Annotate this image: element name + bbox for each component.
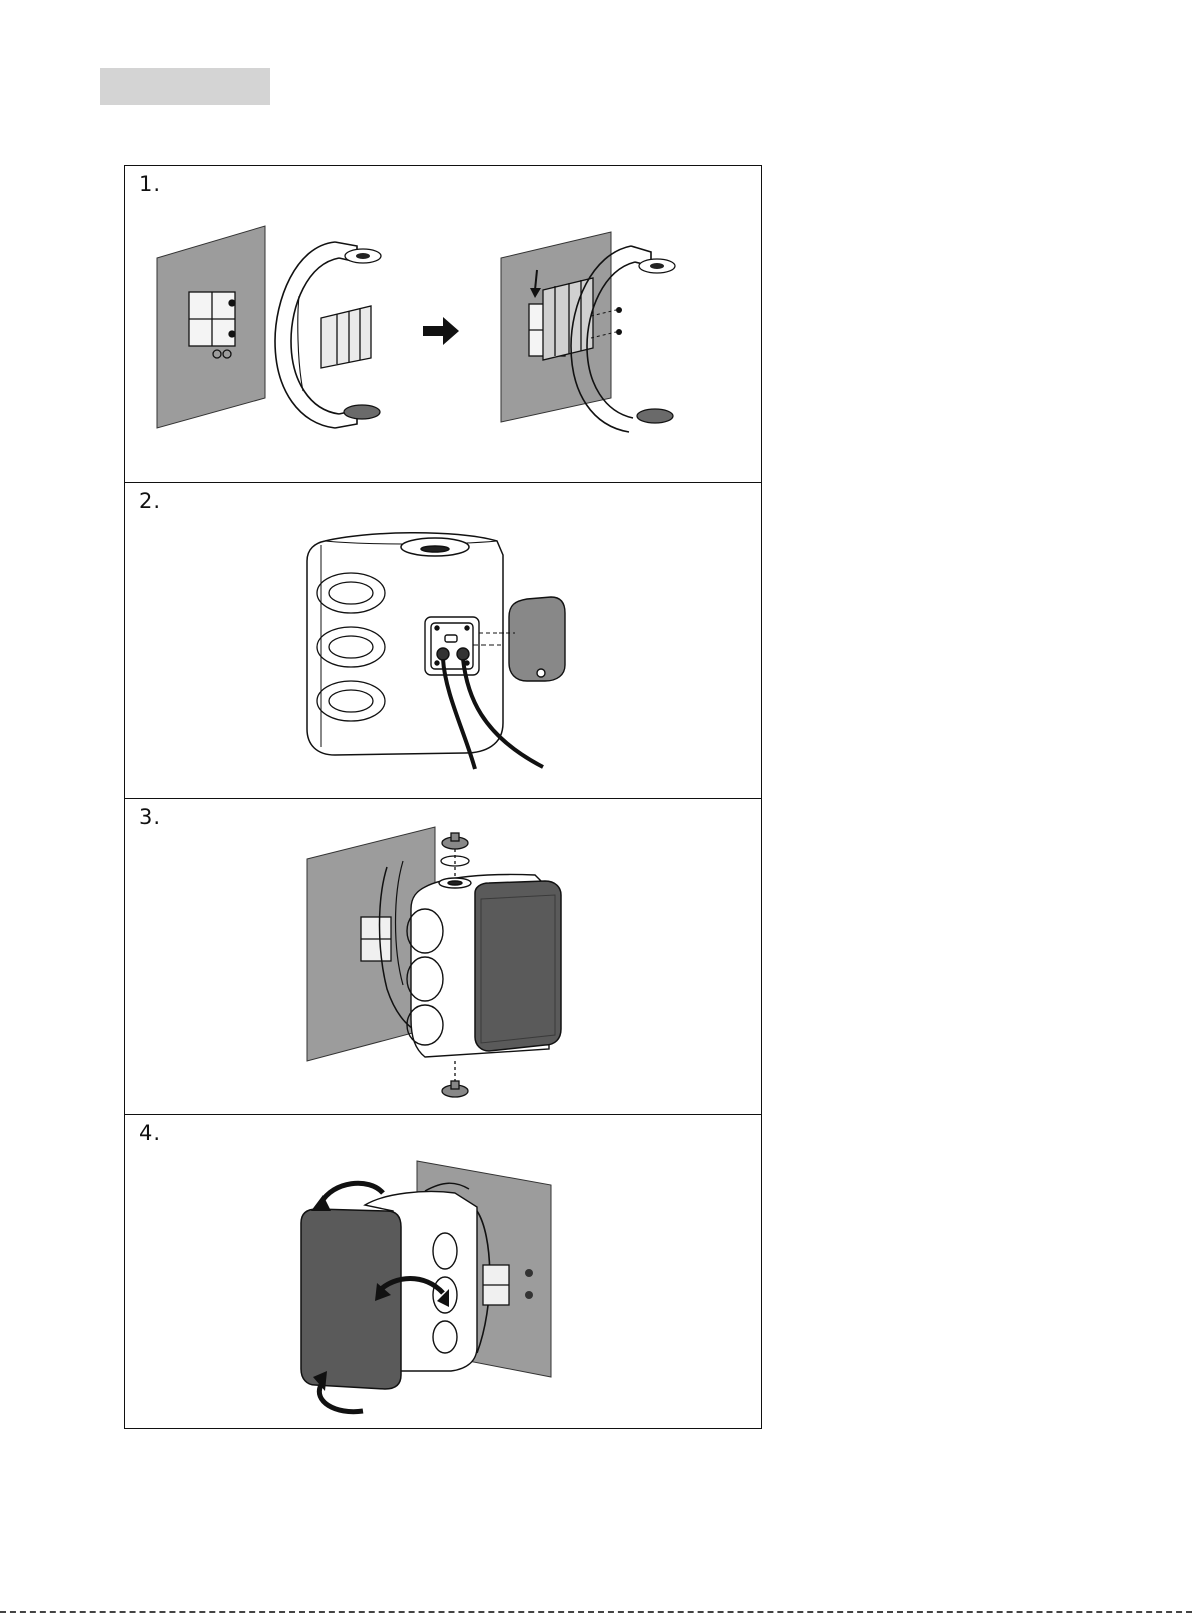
top-knob [441, 833, 469, 877]
installation-steps-frame: 1. [124, 165, 762, 1429]
step-4-panel: 4. [125, 1114, 761, 1430]
bottom-knob [442, 1061, 468, 1097]
wall-bracket-step-4 [483, 1265, 509, 1305]
screw-washer-bottom-right [637, 409, 673, 423]
step-3-panel: 3. [125, 798, 761, 1114]
step-1-illustration [125, 166, 761, 482]
terminal-cover [509, 597, 565, 681]
speaker-grille-step-3 [475, 881, 561, 1051]
wall-bracket-step-3 [361, 917, 391, 961]
screw-b [525, 1291, 533, 1299]
screw-1 [616, 307, 622, 313]
terminal-panel [425, 617, 479, 675]
bracket-clip [321, 306, 371, 368]
screw-a [525, 1269, 533, 1277]
page-bottom-rule [0, 1611, 1192, 1613]
rotate-arrow-bottom [319, 1385, 363, 1412]
step-4-illustration [125, 1115, 761, 1431]
step-3-illustration [125, 799, 761, 1115]
step-2-illustration [125, 483, 761, 799]
speaker-grille-step-4 [301, 1209, 401, 1389]
screw-washer-bottom-left [344, 405, 380, 419]
step-2-panel: 2. [125, 482, 761, 798]
step-1-panel: 1. [125, 166, 761, 482]
screw-2 [616, 329, 622, 335]
right-arrow-icon [423, 317, 459, 345]
screw-washer-top-left-center [356, 253, 370, 259]
header-label-box [100, 68, 270, 105]
